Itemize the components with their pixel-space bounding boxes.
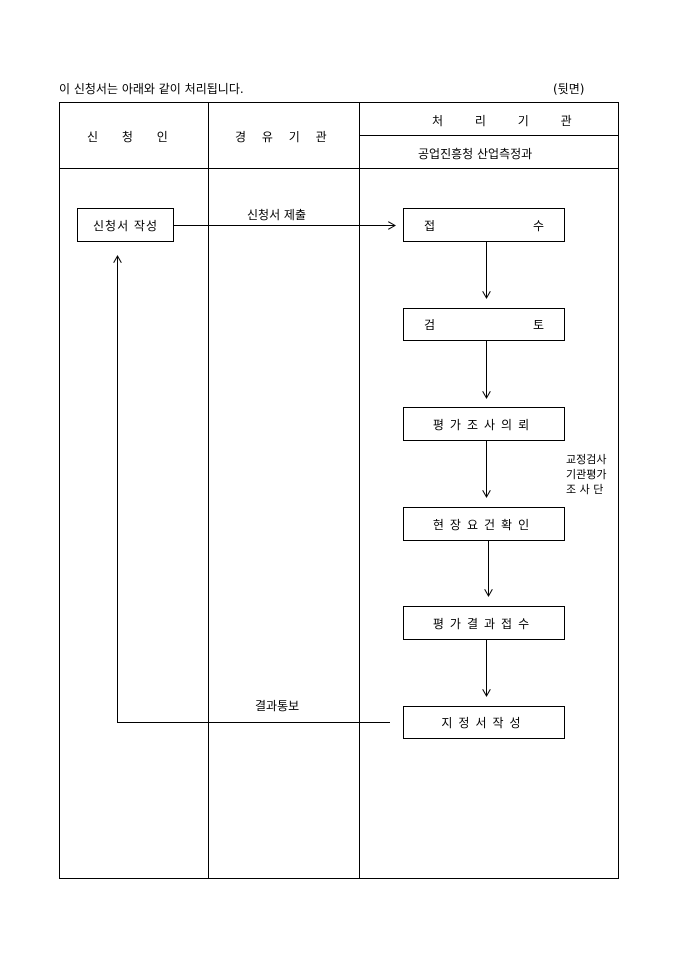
header-applicant: 신 청 인: [87, 130, 178, 144]
side-note-line: 기관평가: [566, 468, 607, 481]
intro-text: 이 신청서는 아래와 같이 처리됩니다.: [59, 82, 244, 96]
step-result-receipt: 평가결과접수: [403, 606, 565, 640]
header-intermediary: 경 유 기 관: [235, 130, 333, 144]
header-processor: 처 리 기 관: [432, 114, 586, 128]
step-label: 현장요건확인: [432, 517, 536, 532]
step-label-left: 검: [424, 318, 436, 332]
header-processor-dept: 공업진흥청 산업측정과: [418, 147, 533, 161]
applicant-box-label: 신청서 작성: [92, 218, 158, 233]
step-label-left: 접: [424, 218, 436, 233]
step-site-check: 현장요건확인: [403, 507, 565, 541]
step-label: 평가결과접수: [432, 616, 536, 631]
step-label: 평가조사의뢰: [432, 417, 536, 432]
step-label-right: 토: [532, 318, 544, 332]
step-evaluation-request: 평가조사의뢰: [403, 407, 565, 441]
result-label: 결과통보: [255, 699, 300, 713]
step-designation: 지정서작성: [403, 706, 565, 739]
side-note-line: 교정검사: [566, 453, 607, 466]
applicant-box: 신청서 작성: [77, 208, 174, 242]
step-label-right: 수: [532, 218, 544, 233]
submit-label: 신청서 제출: [247, 208, 307, 222]
side-note: 교정검사 기관평가 조 사 단: [566, 452, 606, 497]
step-label: 지정서작성: [441, 716, 527, 730]
side-note-line: 조 사 단: [566, 483, 604, 496]
page-side-label: (뒷면): [553, 82, 585, 96]
